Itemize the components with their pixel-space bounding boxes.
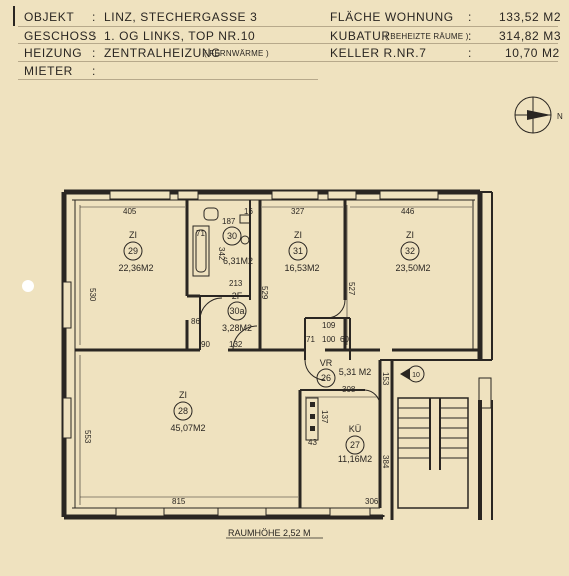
separator: : [92,64,96,78]
dim-label: 529 [260,286,269,300]
value-kubatur: 314,82 M3 [499,29,562,43]
room-30a-area: 3,28M2 [222,323,252,333]
separator: : [92,46,96,60]
dim-label: 60 [340,335,349,344]
dim-label: 213 [229,279,243,288]
dim-label: 153 [381,372,390,386]
dim-label: 446 [401,207,415,216]
label-heizung: HEIZUNG [24,46,83,60]
dim-label: 86 [191,317,200,326]
label-objekt: OBJEKT [24,10,75,24]
room-32-area: 23,50M2 [395,263,430,273]
label-kubatur: KUBATUR [330,29,391,43]
punch-hole [22,280,34,292]
dim-label: 530 [88,288,97,302]
dim-label: 137 [320,410,329,424]
dim-label: 342 [217,247,226,261]
separator: : [468,29,472,43]
room-29-area: 22,36M2 [118,263,153,273]
room-28-name: ZI [179,390,187,400]
label-geschoss: GESCHOSS [24,29,97,43]
room-29-number: 29 [128,246,138,256]
dim-label: 187 [222,217,236,226]
separator: : [468,10,472,24]
separator: : [468,46,472,60]
value-keller: 10,70 M2 [505,46,560,60]
dim-label: 71 [306,335,315,344]
note-kubatur: ( BEHEIZTE RÄUME ) [385,32,469,41]
value-geschoss: 1. OG LINKS, TOP NR.10 [104,29,256,43]
header-rule [18,43,558,44]
dim-label: 327 [291,207,305,216]
room-26-number: 26 [321,373,331,383]
room-30-number: 30 [227,231,237,241]
room-26-name: VR [320,358,333,368]
compass-label: N [557,112,563,121]
dim-label: 90 [201,340,210,349]
separator: : [92,29,96,43]
room-30a-name: 2F [232,291,243,301]
dim-label: 132 [229,340,243,349]
room-31-area: 16,53M2 [284,263,319,273]
room-27-area: 11,16M2 [338,454,372,464]
dim-label: 100 [322,335,336,344]
dim-label: 43 [308,438,317,447]
room-32-name: ZI [406,230,414,240]
header-rule [18,61,558,62]
note-heizung: ( FERNWÄRME ) [204,49,269,58]
dim-label: 527 [347,282,356,296]
room-28-number: 28 [178,406,188,416]
room-31-number: 31 [293,246,303,256]
label-mieter: MIETER [24,64,73,78]
dim-label: 71 [196,229,205,238]
header-rule [18,79,318,80]
room-27-name: KÜ [349,424,362,434]
room-30a-number: 30a [229,306,244,316]
stair-marker-label: 10 [412,372,420,379]
value-objekt: LINZ, STECHERGASSE 3 [104,10,258,24]
value-heizung: ZENTRALHEIZUNG [104,46,222,60]
room-26-area: 5,31 M2 [339,367,372,377]
value-flaeche: 133,52 M2 [499,10,562,24]
label-flaeche: FLÄCHE WOHNUNG [330,10,454,24]
dim-label: 109 [322,321,336,330]
margin-mark [13,6,15,26]
dim-label: 308 [342,385,356,394]
dim-label: 16 [244,207,253,216]
room-30-area: 6,31M2 [223,256,253,266]
ceiling-height-value: 2,52 M [283,528,311,538]
room-28-area: 45,07M2 [170,423,205,433]
dim-label: 553 [83,430,92,444]
compass-icon [514,96,552,134]
ceiling-height-label: RAUMHÖHE [228,528,281,538]
separator: : [92,10,96,24]
dim-label: 815 [172,497,186,506]
room-32-number: 32 [405,246,415,256]
header-rule [18,26,558,27]
room-31-name: ZI [294,230,302,240]
label-keller: KELLER R.NR.7 [330,46,427,60]
dim-label: 384 [381,455,390,469]
dim-label: 306 [365,497,379,506]
room-27-number: 27 [350,440,360,450]
dim-label: 405 [123,207,137,216]
room-29-name: ZI [129,230,137,240]
